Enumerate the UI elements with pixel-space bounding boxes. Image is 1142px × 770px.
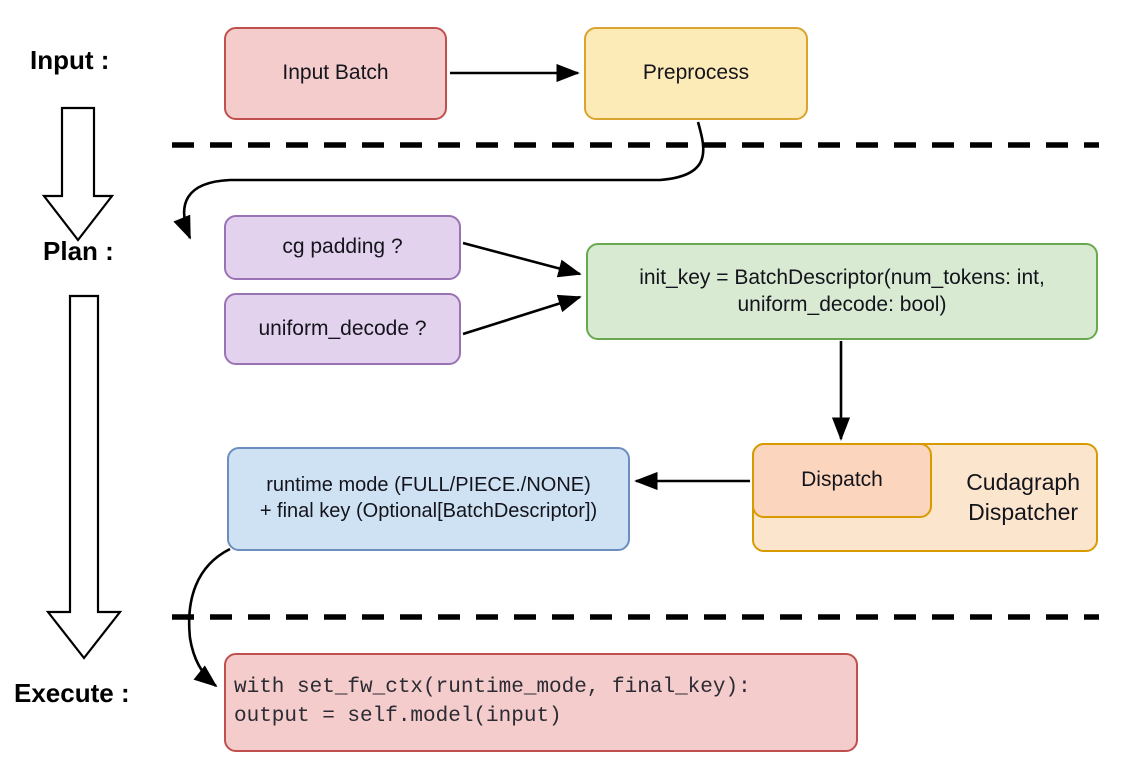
node-runtime-mode-label: runtime mode (FULL/PIECE./NONE) + final … [259, 474, 598, 522]
node-cg-padding-label: cg padding ? [282, 235, 403, 259]
uniform-decode-to-init-key-arrow [462, 294, 582, 336]
stage-label-plan: Plan : [43, 236, 114, 266]
stage-label-input: Input : [30, 45, 110, 75]
runtime-mode-to-execute-code-arrow [187, 547, 231, 688]
node-uniform-decode[interactable]: uniform_decode ? [224, 293, 461, 365]
node-init-key[interactable]: init_key = BatchDescriptor(num_tokens: i… [586, 243, 1098, 340]
preprocess-to-cg-padding-arrow [173, 121, 705, 240]
node-runtime-mode[interactable]: runtime mode (FULL/PIECE./NONE) + final … [227, 447, 630, 551]
input-to-plan-arrow [41, 106, 115, 242]
cg-padding-to-init-key-arrow [462, 241, 582, 278]
node-dispatch-label: Dispatch [801, 468, 883, 492]
node-input-batch-label: Input Batch [282, 61, 389, 85]
stage-label-execute: Execute : [14, 678, 130, 708]
plan-to-execute-arrow [45, 294, 123, 660]
node-init-key-label: init_key = BatchDescriptor(num_tokens: i… [639, 265, 1045, 316]
node-cudagraph-dispatcher-label: Cudagraph Dispatcher [966, 469, 1080, 525]
node-preprocess-label: Preprocess [642, 61, 750, 85]
node-uniform-decode-label: uniform_decode ? [258, 316, 427, 340]
node-execute-code-label: with set_fw_ctx(runtime_mode, final_key)… [234, 676, 751, 728]
node-cg-padding[interactable]: cg padding ? [224, 215, 461, 280]
node-input-batch[interactable]: Input Batch [224, 27, 447, 120]
node-dispatch[interactable]: Dispatch [752, 443, 932, 518]
node-preprocess[interactable]: Preprocess [584, 27, 808, 120]
node-execute-code[interactable]: with set_fw_ctx(runtime_mode, final_key)… [224, 653, 858, 752]
